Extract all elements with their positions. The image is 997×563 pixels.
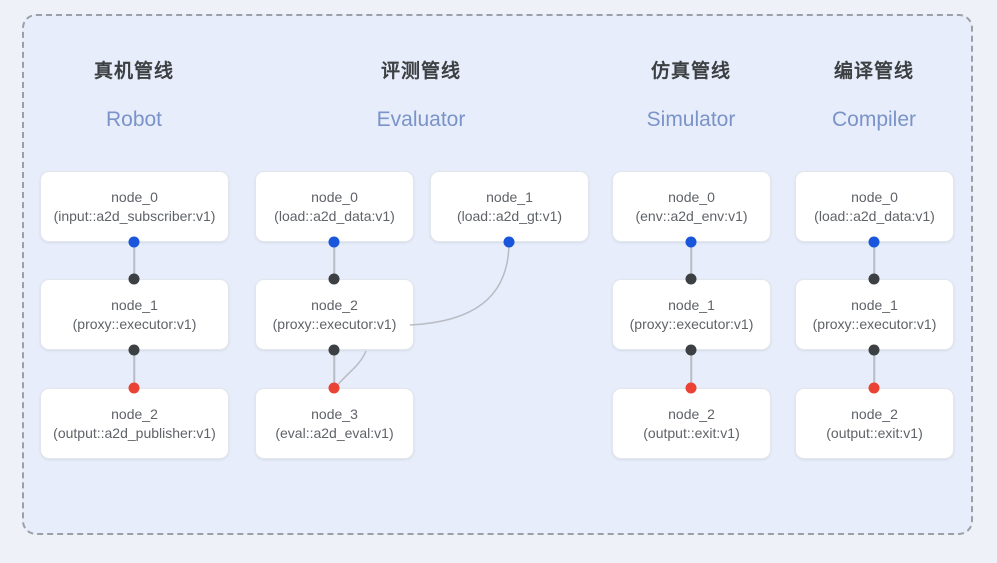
- port-robot-1-in[interactable]: [128, 273, 140, 285]
- node-spec: (proxy::executor:v1): [629, 315, 754, 332]
- column-header-robot: 真机管线 Robot: [24, 62, 244, 130]
- port-evaluator-2-out[interactable]: [328, 344, 340, 356]
- port-compiler-1-out[interactable]: [868, 344, 880, 356]
- node-id: node_2: [111, 405, 158, 422]
- node-simulator-2[interactable]: node_2 (output::exit:v1): [612, 388, 771, 459]
- port-evaluator-2-in[interactable]: [328, 273, 340, 285]
- node-evaluator-3[interactable]: node_3 (eval::a2d_eval:v1): [255, 388, 414, 459]
- node-spec: (load::a2d_gt:v1): [456, 207, 563, 224]
- port-simulator-2-in[interactable]: [685, 382, 697, 394]
- node-spec: (input::a2d_subscriber:v1): [53, 207, 216, 224]
- port-robot-2-in[interactable]: [128, 382, 140, 394]
- node-compiler-1[interactable]: node_1 (proxy::executor:v1): [795, 279, 954, 350]
- node-simulator-1[interactable]: node_1 (proxy::executor:v1): [612, 279, 771, 350]
- column-title-en-compiler: Compiler: [831, 108, 917, 131]
- port-evaluator-3-in[interactable]: [328, 382, 340, 394]
- port-robot-0-out[interactable]: [128, 236, 140, 248]
- port-simulator-0-out[interactable]: [685, 236, 697, 248]
- node-evaluator-1[interactable]: node_1 (load::a2d_gt:v1): [430, 171, 589, 242]
- column-header-simulator: 仿真管线 Simulator: [581, 62, 801, 130]
- node-simulator-0[interactable]: node_0 (env::a2d_env:v1): [612, 171, 771, 242]
- node-id: node_2: [668, 405, 715, 422]
- edge-compiler-1-2: [873, 350, 875, 387]
- edge-evaluator-2-3: [333, 350, 335, 387]
- edge-robot-1-2: [133, 350, 135, 387]
- node-spec: (env::a2d_env:v1): [635, 207, 748, 224]
- column-title-cn-robot: 真机管线: [93, 61, 174, 82]
- node-compiler-0[interactable]: node_0 (load::a2d_data:v1): [795, 171, 954, 242]
- node-robot-1[interactable]: node_1 (proxy::executor:v1): [40, 279, 229, 350]
- port-evaluator-1-out[interactable]: [503, 236, 515, 248]
- node-spec: (load::a2d_data:v1): [274, 207, 395, 224]
- port-evaluator-0-out[interactable]: [328, 236, 340, 248]
- edge-robot-0-1: [133, 242, 135, 278]
- node-spec: (load::a2d_data:v1): [814, 207, 935, 224]
- node-id: node_0: [668, 188, 715, 205]
- node-compiler-2[interactable]: node_2 (output::exit:v1): [795, 388, 954, 459]
- node-spec: (eval::a2d_eval:v1): [275, 424, 394, 441]
- node-spec: (output::exit:v1): [643, 424, 740, 441]
- column-title-en-simulator: Simulator: [646, 108, 736, 131]
- column-title-en-evaluator: Evaluator: [376, 108, 466, 131]
- edge-compiler-0-1: [873, 242, 875, 278]
- node-id: node_2: [311, 296, 358, 313]
- node-id: node_2: [851, 405, 898, 422]
- node-id: node_1: [486, 188, 533, 205]
- node-robot-0[interactable]: node_0 (input::a2d_subscriber:v1): [40, 171, 229, 242]
- node-evaluator-0[interactable]: node_0 (load::a2d_data:v1): [255, 171, 414, 242]
- port-robot-1-out[interactable]: [128, 344, 140, 356]
- column-title-cn-evaluator: 评测管线: [380, 61, 461, 82]
- edge-simulator-0-1: [690, 242, 692, 278]
- node-spec: (proxy::executor:v1): [272, 315, 397, 332]
- edge-evaluator-0-2: [333, 242, 335, 278]
- node-robot-2[interactable]: node_2 (output::a2d_publisher:v1): [40, 388, 229, 459]
- port-compiler-2-in[interactable]: [868, 382, 880, 394]
- node-spec: (output::exit:v1): [826, 424, 923, 441]
- column-title-cn-compiler: 编译管线: [833, 61, 914, 82]
- node-spec: (output::a2d_publisher:v1): [53, 424, 216, 441]
- port-simulator-1-in[interactable]: [685, 273, 697, 285]
- node-id: node_0: [851, 188, 898, 205]
- port-compiler-1-in[interactable]: [868, 273, 880, 285]
- node-spec: (proxy::executor:v1): [812, 315, 937, 332]
- column-header-evaluator: 评测管线 Evaluator: [311, 62, 531, 130]
- node-id: node_3: [311, 405, 358, 422]
- port-simulator-1-out[interactable]: [685, 344, 697, 356]
- column-header-compiler: 编译管线 Compiler: [764, 62, 984, 130]
- node-id: node_0: [311, 188, 358, 205]
- column-title-cn-simulator: 仿真管线: [650, 61, 731, 82]
- node-id: node_0: [111, 188, 158, 205]
- node-id: node_1: [668, 296, 715, 313]
- node-id: node_1: [851, 296, 898, 313]
- node-spec: (proxy::executor:v1): [72, 315, 197, 332]
- edge-simulator-1-2: [690, 350, 692, 387]
- column-title-en-robot: Robot: [105, 108, 163, 131]
- node-id: node_1: [111, 296, 158, 313]
- node-evaluator-2[interactable]: node_2 (proxy::executor:v1): [255, 279, 414, 350]
- port-compiler-0-out[interactable]: [868, 236, 880, 248]
